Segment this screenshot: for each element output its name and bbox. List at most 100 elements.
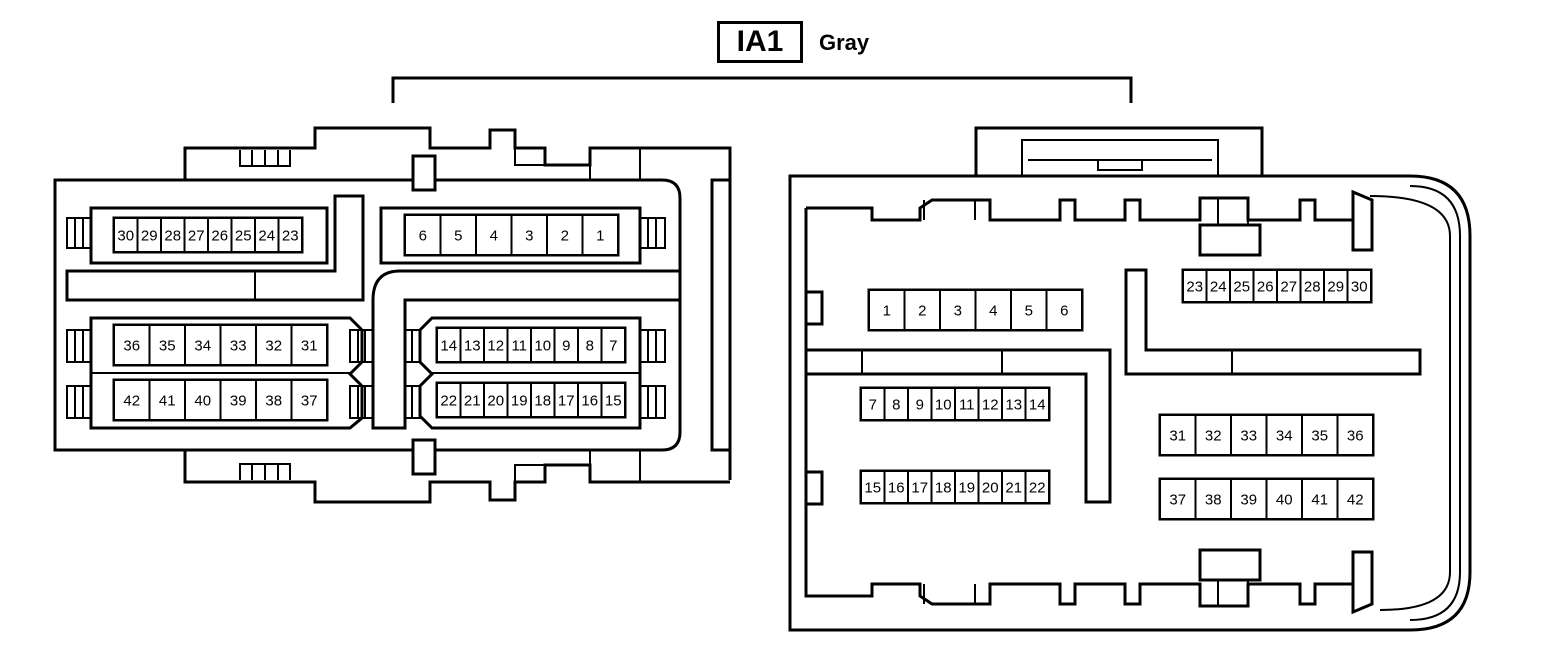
pin-number: 11 bbox=[511, 338, 527, 355]
pin-number: 4 bbox=[490, 228, 498, 245]
pin-cavity bbox=[868, 289, 906, 331]
pin-number: 17 bbox=[911, 480, 928, 497]
pin-cavity bbox=[184, 324, 222, 366]
connector-color-label: Gray bbox=[819, 30, 870, 55]
pin-number: 37 bbox=[301, 393, 318, 410]
pin-number: 12 bbox=[487, 338, 504, 355]
pin-cavity bbox=[600, 327, 626, 363]
pin-number: 23 bbox=[282, 228, 299, 245]
pin-number: 40 bbox=[194, 393, 211, 410]
pin-number: 18 bbox=[534, 393, 551, 410]
pin-number: 4 bbox=[989, 303, 997, 320]
pin-number: 39 bbox=[1240, 492, 1257, 509]
pin-cavity bbox=[581, 214, 619, 256]
pin-cavity bbox=[1194, 414, 1232, 456]
pin-number: 32 bbox=[1205, 428, 1222, 445]
pin-number: 9 bbox=[562, 338, 570, 355]
pin-cavity bbox=[600, 382, 626, 418]
pin-number: 20 bbox=[982, 480, 999, 497]
pin-number: 24 bbox=[1210, 279, 1227, 296]
pin-number: 34 bbox=[1276, 428, 1293, 445]
pin-number: 33 bbox=[1240, 428, 1257, 445]
pin-cavity bbox=[1159, 478, 1197, 520]
pin-cavity bbox=[290, 324, 328, 366]
pin-cavity bbox=[255, 324, 293, 366]
pin-number: 7 bbox=[869, 397, 877, 414]
pin-number: 42 bbox=[123, 393, 140, 410]
pin-number: 16 bbox=[581, 393, 598, 410]
pin-number: 5 bbox=[1025, 303, 1033, 320]
pin-cavity bbox=[1265, 414, 1303, 456]
pin-number: 28 bbox=[1304, 279, 1321, 296]
view-bracket bbox=[391, 76, 1133, 103]
pin-cavity bbox=[113, 379, 151, 421]
pin-number: 18 bbox=[935, 480, 952, 497]
pin-number: 3 bbox=[525, 228, 533, 245]
pin-cavity bbox=[219, 379, 257, 421]
pin-number: 23 bbox=[1186, 279, 1203, 296]
pin-number: 27 bbox=[1280, 279, 1297, 296]
pin-number: 21 bbox=[464, 393, 481, 410]
left-connector-body bbox=[53, 126, 732, 504]
pin-number: 9 bbox=[916, 397, 924, 414]
pin-number: 10 bbox=[534, 338, 551, 355]
pin-number: 22 bbox=[440, 393, 457, 410]
pin-number: 38 bbox=[1205, 492, 1222, 509]
pin-cavity bbox=[184, 379, 222, 421]
pin-number: 12 bbox=[982, 397, 999, 414]
pin-number: 42 bbox=[1347, 492, 1364, 509]
pin-number: 35 bbox=[1311, 428, 1328, 445]
pin-number: 26 bbox=[1257, 279, 1274, 296]
pin-number: 15 bbox=[605, 393, 622, 410]
pin-number: 41 bbox=[159, 393, 176, 410]
pin-number: 2 bbox=[918, 303, 926, 320]
pin-number: 37 bbox=[1169, 492, 1186, 509]
pin-number: 1 bbox=[883, 303, 891, 320]
pin-number: 26 bbox=[211, 228, 228, 245]
pin-number: 31 bbox=[301, 338, 318, 355]
pin-number: 14 bbox=[1029, 397, 1046, 414]
pin-cavity bbox=[290, 379, 328, 421]
pin-number: 29 bbox=[1327, 279, 1344, 296]
pin-number: 11 bbox=[959, 397, 975, 414]
pin-number: 7 bbox=[609, 338, 617, 355]
pin-cavity bbox=[277, 217, 303, 253]
right-connector-body bbox=[788, 126, 1472, 632]
pin-number: 8 bbox=[892, 397, 900, 414]
pin-number: 33 bbox=[230, 338, 247, 355]
pin-number: 19 bbox=[511, 393, 528, 410]
pin-number: 2 bbox=[561, 228, 569, 245]
pin-cavity bbox=[1010, 289, 1048, 331]
pin-number: 36 bbox=[123, 338, 140, 355]
pin-number: 13 bbox=[464, 338, 481, 355]
pin-number: 38 bbox=[265, 393, 282, 410]
pin-number: 34 bbox=[194, 338, 211, 355]
pin-number: 6 bbox=[419, 228, 427, 245]
pin-cavity bbox=[510, 214, 548, 256]
pin-cavity bbox=[1024, 470, 1050, 504]
pin-number: 41 bbox=[1311, 492, 1328, 509]
pin-number: 21 bbox=[1005, 480, 1022, 497]
pin-number: 8 bbox=[586, 338, 594, 355]
pin-number: 29 bbox=[141, 228, 158, 245]
pin-number: 36 bbox=[1347, 428, 1364, 445]
pin-number: 19 bbox=[958, 480, 975, 497]
pin-number: 25 bbox=[235, 228, 252, 245]
pin-number: 30 bbox=[1351, 279, 1368, 296]
pin-number: 22 bbox=[1029, 480, 1046, 497]
pin-cavity bbox=[1346, 269, 1372, 303]
pin-number: 24 bbox=[258, 228, 275, 245]
pin-number: 20 bbox=[487, 393, 504, 410]
pin-number: 30 bbox=[117, 228, 134, 245]
pin-cavity bbox=[939, 289, 977, 331]
pin-number: 6 bbox=[1060, 303, 1068, 320]
pin-number: 27 bbox=[188, 228, 205, 245]
pin-cavity bbox=[1159, 414, 1197, 456]
pin-cavity bbox=[475, 214, 513, 256]
pin-number: 31 bbox=[1169, 428, 1186, 445]
pin-number: 17 bbox=[558, 393, 575, 410]
pin-number: 5 bbox=[454, 228, 462, 245]
pin-cavity bbox=[1045, 289, 1083, 331]
connector-code-label: IA1 bbox=[717, 21, 803, 63]
